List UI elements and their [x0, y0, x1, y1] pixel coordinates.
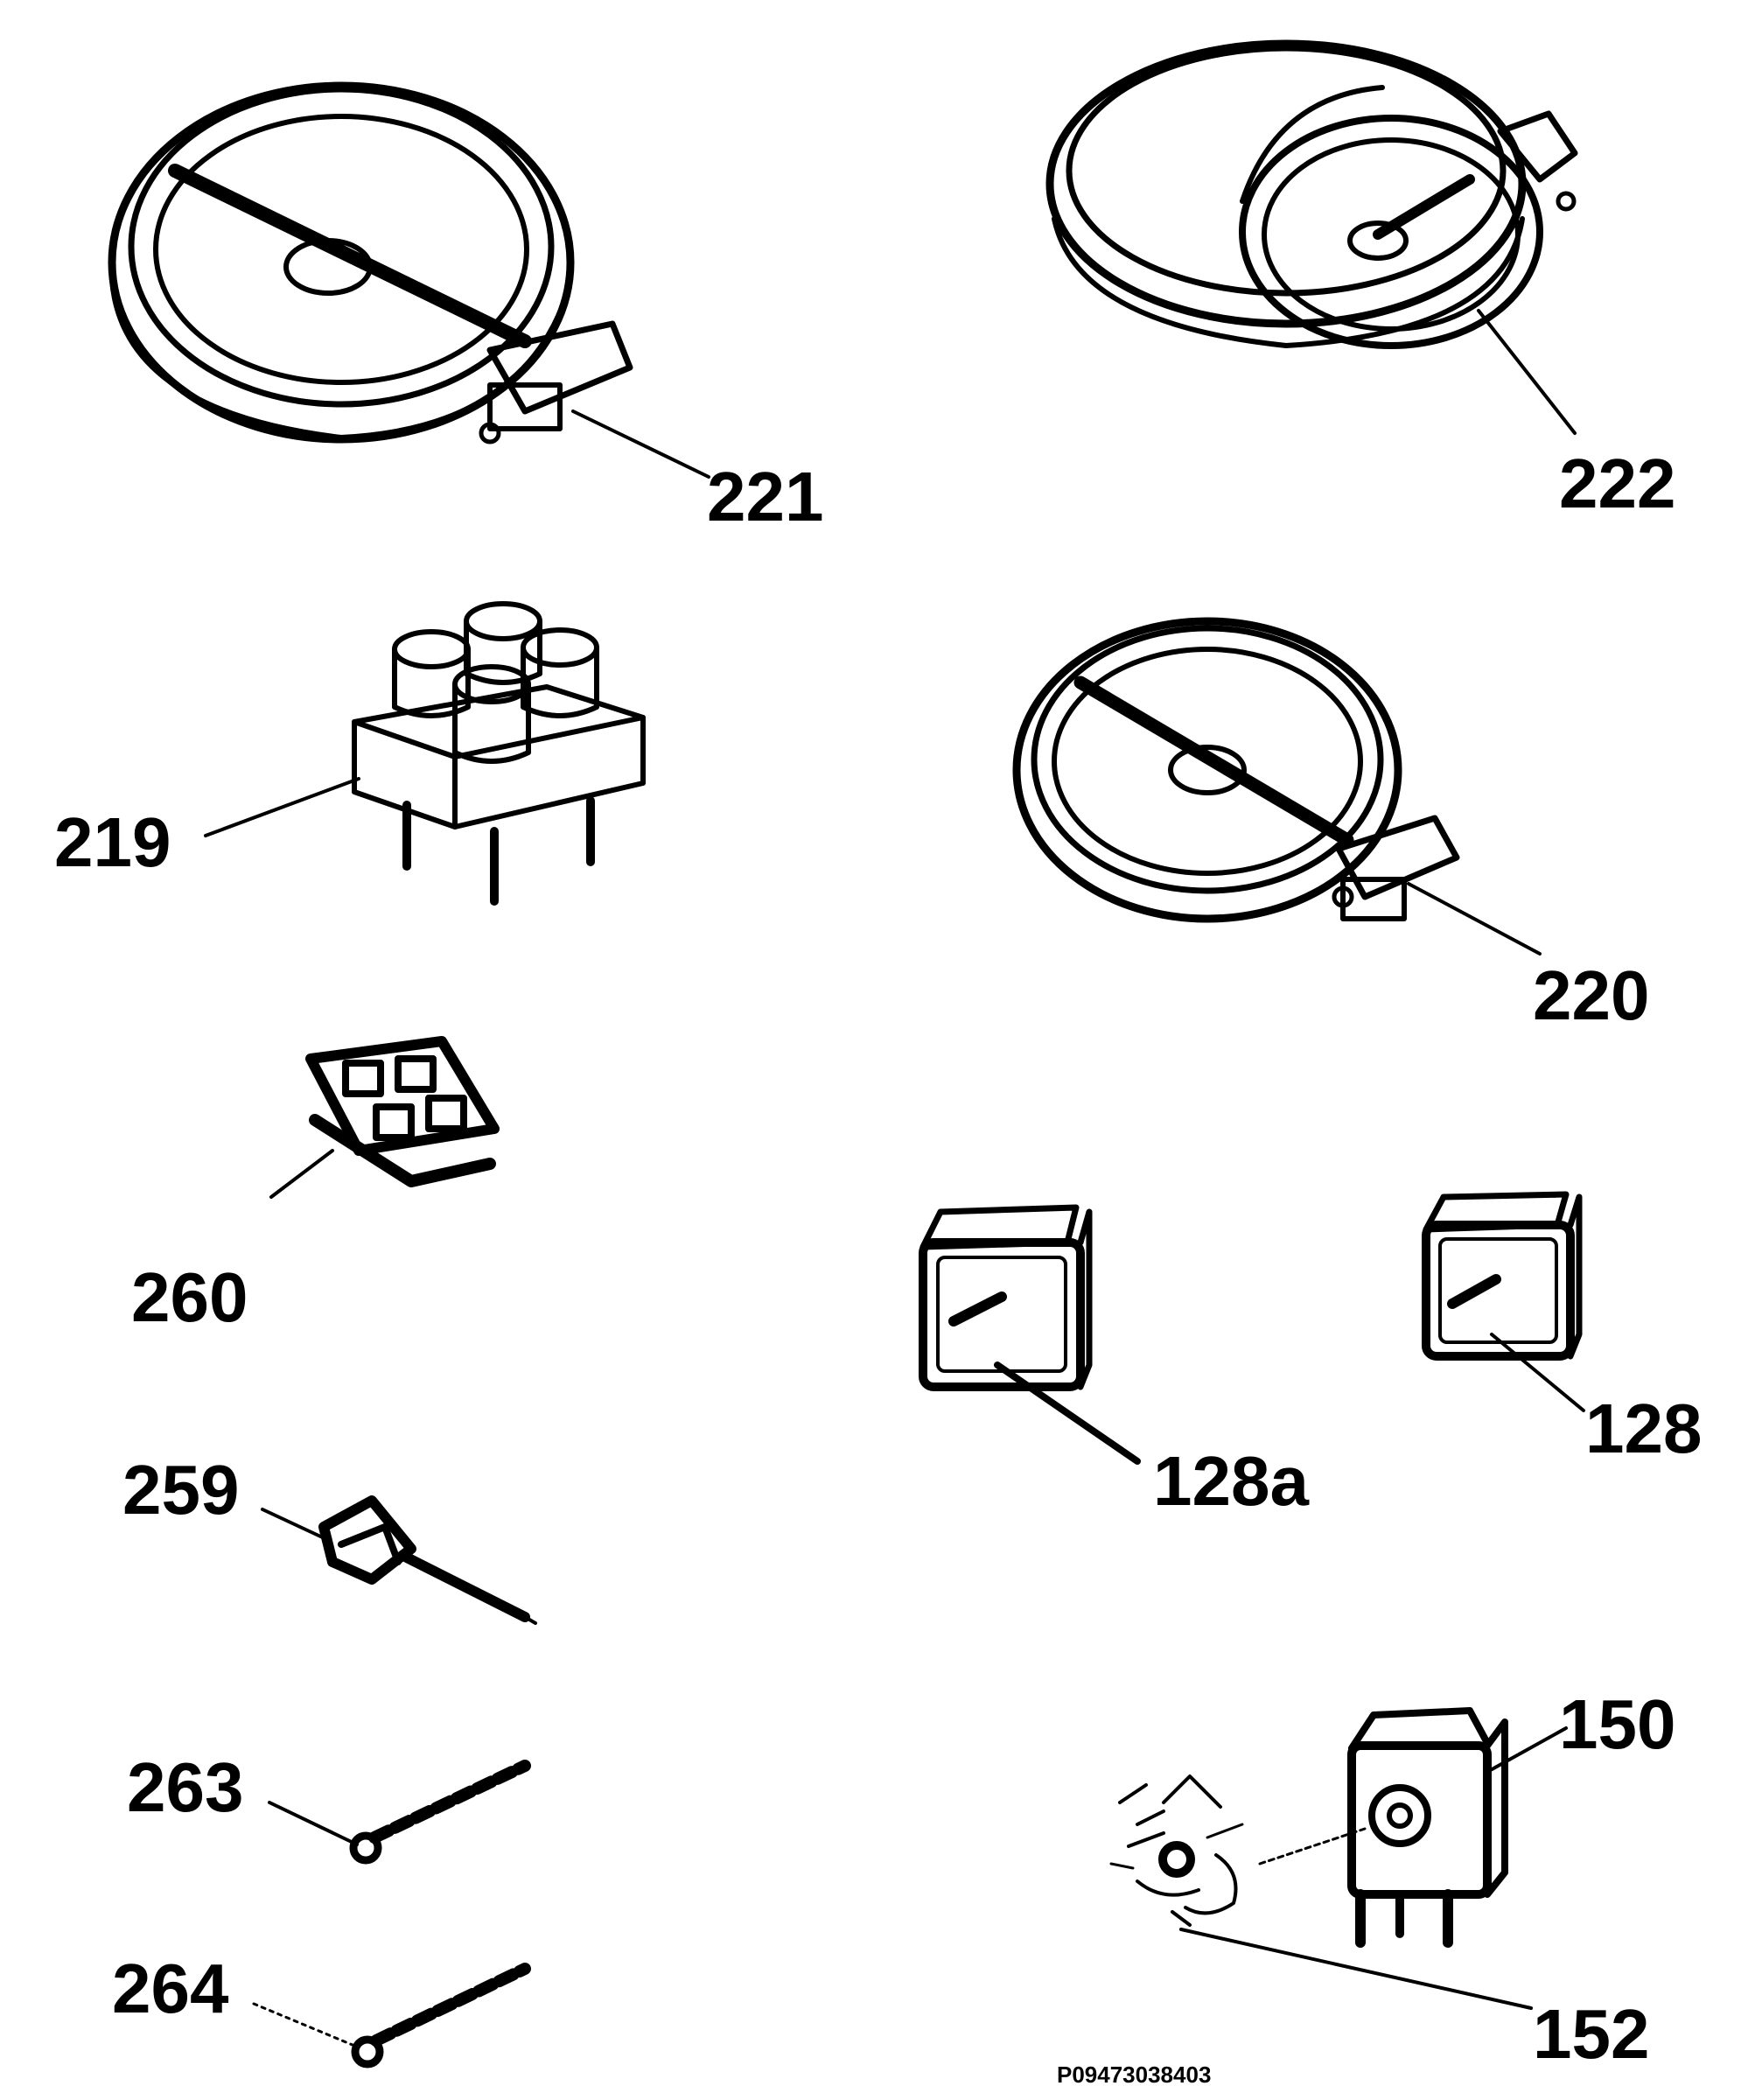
terminal-block-icon	[305, 1036, 500, 1187]
part-label-221: 221	[707, 458, 823, 536]
part-label-264: 264	[112, 1950, 229, 2027]
control-knob-icon	[1109, 1774, 1367, 1927]
leader-259	[261, 1508, 330, 1542]
single-ring-hotplate-icon	[108, 81, 633, 444]
leader-221	[571, 410, 710, 479]
leader-219	[204, 777, 360, 837]
leader-128a	[994, 1362, 1141, 1465]
leader-220	[1407, 882, 1542, 956]
energy-regulator-icon	[1422, 1191, 1583, 1361]
leader-152	[1179, 1928, 1533, 2010]
part-label-259: 259	[122, 1451, 239, 1529]
leader-263	[268, 1801, 359, 1846]
part-label-263: 263	[127, 1748, 243, 1826]
part-label-150: 150	[1559, 1685, 1675, 1763]
oval-dual-zone-hotplate-icon	[1045, 39, 1578, 349]
leader-260	[269, 1149, 334, 1199]
leader-150	[1486, 1726, 1568, 1774]
part-label-222: 222	[1559, 444, 1675, 522]
leader-128	[1490, 1333, 1585, 1412]
part-label-128a: 128a	[1153, 1442, 1309, 1520]
leader-264	[252, 2002, 360, 2049]
thermostat-icon	[1347, 1707, 1508, 1948]
rotary-switch-icon	[318, 1495, 537, 1625]
quad-capacitor-block-icon	[352, 601, 646, 906]
part-label-220: 220	[1533, 956, 1649, 1034]
indicator-lamp-icon	[349, 1760, 531, 1865]
part-label-128: 128	[1585, 1390, 1702, 1467]
small-single-ring-hotplate-icon	[1012, 617, 1460, 923]
part-label-152: 152	[1533, 1995, 1649, 2073]
leader-222	[1477, 309, 1577, 435]
part-label-219: 219	[54, 803, 171, 881]
drawing-reference: P09473038403	[1057, 2062, 1211, 2088]
part-label-260: 260	[131, 1258, 248, 1336]
energy-regulator-icon	[919, 1204, 1093, 1391]
indicator-lamp-icon	[351, 1963, 531, 2068]
